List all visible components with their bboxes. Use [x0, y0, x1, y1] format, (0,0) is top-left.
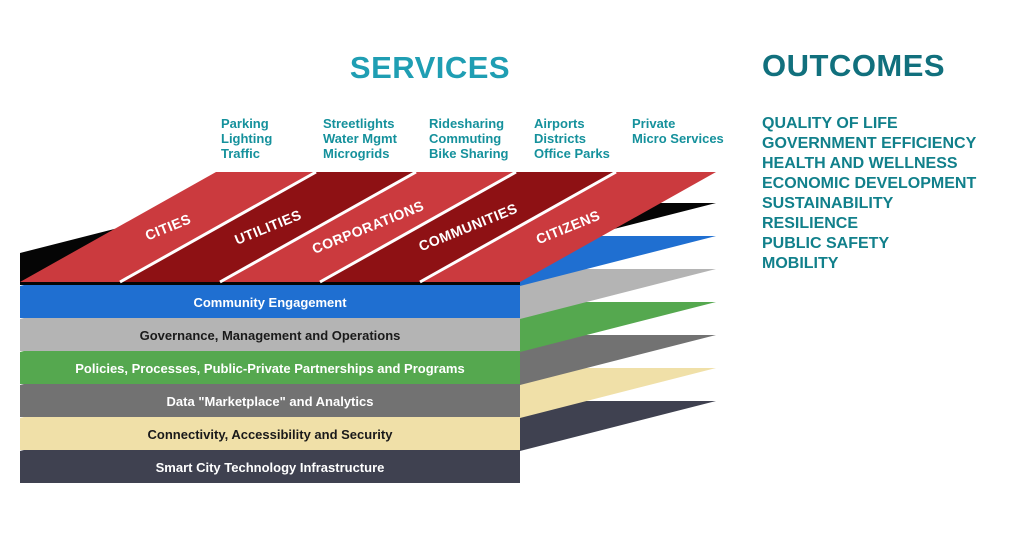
outcome-item: QUALITY OF LIFE [762, 115, 898, 132]
outcomes-heading: OUTCOMES [762, 48, 946, 83]
segment-cities [20, 172, 316, 282]
layer-label: Community Engagement [193, 295, 347, 310]
service-item: Districts [534, 131, 587, 146]
layer-label: Data "Marketplace" and Analytics [167, 394, 374, 409]
segment-communities [320, 172, 616, 282]
service-group-corporations: Ridesharing Commuting Bike Sharing [429, 116, 508, 161]
outcomes-list: QUALITY OF LIFE GOVERNMENT EFFICIENCY HE… [762, 114, 976, 274]
layer-label: Policies, Processes, Public-Private Part… [75, 361, 464, 376]
outcome-item: RESILIENCE [762, 215, 859, 232]
service-item: Office Parks [534, 146, 610, 161]
service-group-cities: Parking Lighting Traffic [221, 116, 272, 161]
service-item: Commuting [429, 131, 502, 146]
service-item: Streetlights [323, 116, 395, 131]
segment-divider [419, 170, 617, 284]
service-item: Private [632, 116, 676, 131]
outcome-item: PUBLIC SAFETY [762, 235, 890, 252]
outcome-item: MOBILITY [762, 255, 839, 272]
services-heading: SERVICES [349, 50, 511, 85]
service-item: Parking [221, 116, 269, 131]
layer-label: Smart City Technology Infrastructure [156, 460, 385, 475]
layer-label: Governance, Management and Operations [140, 328, 401, 343]
outcome-item: HEALTH AND WELLNESS [762, 155, 958, 172]
outcome-item: SUSTAINABILITY [762, 195, 894, 212]
service-group-utilities: Streetlights Water Mgmt Microgrids [323, 116, 397, 161]
layer-label: Connectivity, Accessibility and Security [148, 427, 394, 442]
segment-utilities [120, 172, 416, 282]
service-item: Micro Services [632, 131, 724, 146]
service-item: Bike Sharing [429, 146, 509, 161]
segment-divider [119, 170, 317, 284]
service-group-citizens: Private Micro Services [632, 116, 724, 146]
service-item: Lighting [221, 131, 273, 146]
service-group-communities: Airports Districts Office Parks [534, 116, 610, 161]
segment-divider [219, 170, 417, 284]
outcome-item: ECONOMIC DEVELOPMENT [762, 175, 977, 192]
service-item: Traffic [221, 146, 261, 161]
service-item: Ridesharing [429, 116, 505, 131]
segment-corporations [220, 172, 516, 282]
outcome-item: GOVERNMENT EFFICIENCY [762, 135, 977, 152]
segment-citizens [420, 172, 716, 282]
service-item: Water Mgmt [323, 131, 397, 146]
service-item: Airports [534, 116, 585, 131]
service-item: Microgrids [323, 146, 390, 161]
segment-divider [319, 170, 517, 284]
